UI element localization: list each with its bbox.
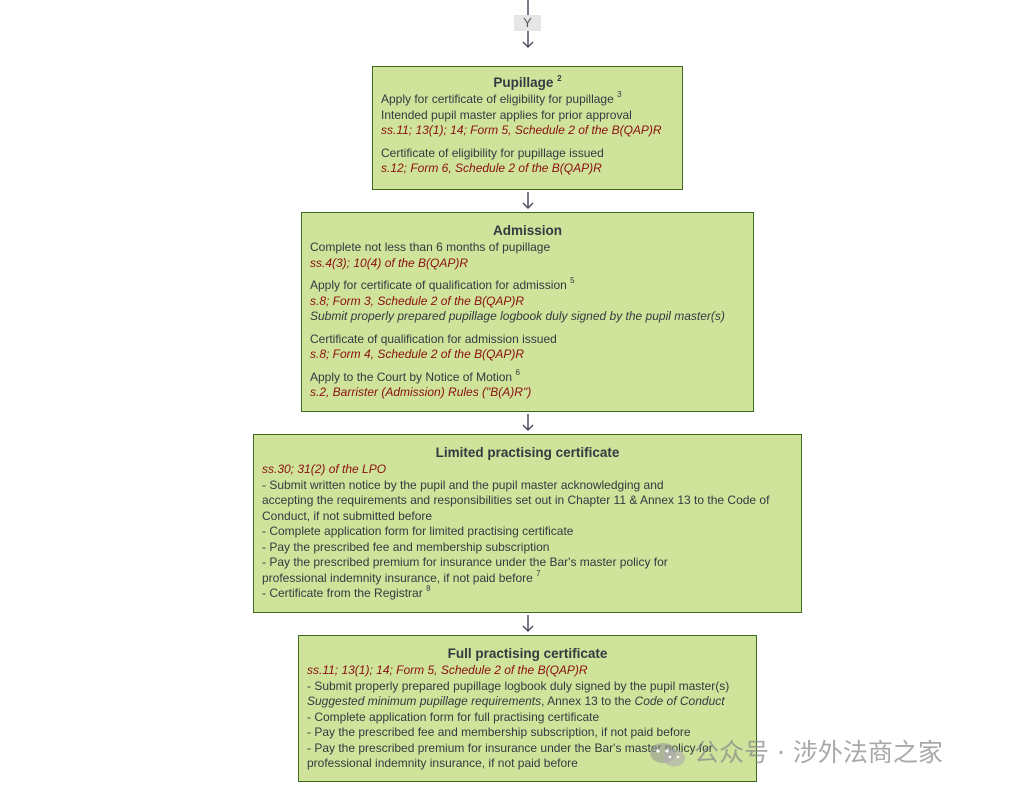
- limited-line-8: - Certificate from the Registrar 8: [262, 584, 431, 601]
- watermark-text: 公众号 · 涉外法商之家: [694, 738, 943, 767]
- limited-line-5: - Pay the prescribed fee and membership …: [262, 539, 550, 554]
- pupillage-ref-2: s.12; Form 6, Schedule 2 of the B(QAP)R: [381, 161, 602, 175]
- limited-line-7: professional indemnity insurance, if not…: [262, 568, 541, 585]
- full-line-1: - Submit properly prepared pupillage log…: [307, 678, 730, 693]
- admission-ref-4: s.2, Barrister (Admission) Rules ("B(A)R…: [310, 385, 532, 399]
- pupillage-apply: Apply for certificate of eligibility for…: [381, 90, 622, 107]
- admission-complete: Complete not less than 6 months of pupil…: [310, 240, 551, 254]
- full-line-5: - Pay the prescribed premium for insuran…: [307, 740, 713, 755]
- full-line-4: - Pay the prescribed fee and membership …: [307, 725, 691, 739]
- full-ref: ss.11; 13(1); 14; Form 5, Schedule 2 of …: [307, 663, 588, 677]
- full-line-6: professional indemnity insurance, if not…: [307, 756, 578, 770]
- admission-ref-1: ss.4(3); 10(4) of the B(QAP)R: [310, 255, 469, 270]
- full-line-2: Suggested minimum pupillage requirements…: [307, 694, 725, 708]
- limited-line-2: accepting the requirements and responsib…: [262, 493, 770, 507]
- pupillage-ref-1: ss.11; 13(1); 14; Form 5, Schedule 2 of …: [381, 123, 662, 137]
- arrow-to-admission: [522, 192, 534, 210]
- admission-court: Apply to the Court by Notice of Motion 6: [310, 367, 520, 384]
- admission-ref-3: s.8; Form 4, Schedule 2 of the B(QAP)R: [310, 347, 525, 361]
- pupillage-issued: Certificate of eligibility for pupillage…: [381, 145, 604, 160]
- admission-ref-2: s.8; Form 3, Schedule 2 of the B(QAP)R: [310, 293, 525, 308]
- admission-apply: Apply for certificate of qualification f…: [310, 276, 575, 293]
- admission-box: Admission Complete not less than 6 month…: [301, 212, 754, 412]
- admission-issued: Certificate of qualification for admissi…: [310, 331, 557, 346]
- pupillage-master: Intended pupil master applies for prior …: [381, 107, 632, 122]
- wechat-logo-icon: [650, 743, 685, 767]
- admission-submit: Submit properly prepared pupillage logbo…: [310, 309, 725, 323]
- limited-title: Limited practising certificate: [435, 445, 620, 460]
- arrow-to-pupillage: [522, 31, 534, 49]
- top-connector-line: [522, 0, 534, 16]
- full-certificate-box: Full practising certificate ss.11; 13(1)…: [298, 635, 757, 782]
- yes-branch-label: Y: [514, 15, 541, 31]
- limited-ref: ss.30; 31(2) of the LPO: [262, 462, 387, 476]
- arrow-to-limited: [522, 414, 534, 432]
- full-title: Full practising certificate: [447, 646, 608, 661]
- full-line-3: - Complete application form for full pra…: [307, 709, 600, 724]
- arrow-to-full: [522, 615, 534, 633]
- pupillage-box: Pupillage 2 Apply for certificate of eli…: [372, 66, 683, 190]
- limited-line-1: - Submit written notice by the pupil and…: [262, 477, 664, 492]
- limited-line-3: Conduct, if not submitted before: [262, 508, 433, 523]
- limited-line-4: - Complete application form for limited …: [262, 524, 574, 538]
- pupillage-title: Pupillage 2: [493, 74, 562, 91]
- admission-title: Admission: [492, 223, 562, 238]
- limited-line-6: - Pay the prescribed premium for insuran…: [262, 555, 668, 569]
- limited-certificate-box: Limited practising certificate ss.30; 31…: [253, 434, 802, 613]
